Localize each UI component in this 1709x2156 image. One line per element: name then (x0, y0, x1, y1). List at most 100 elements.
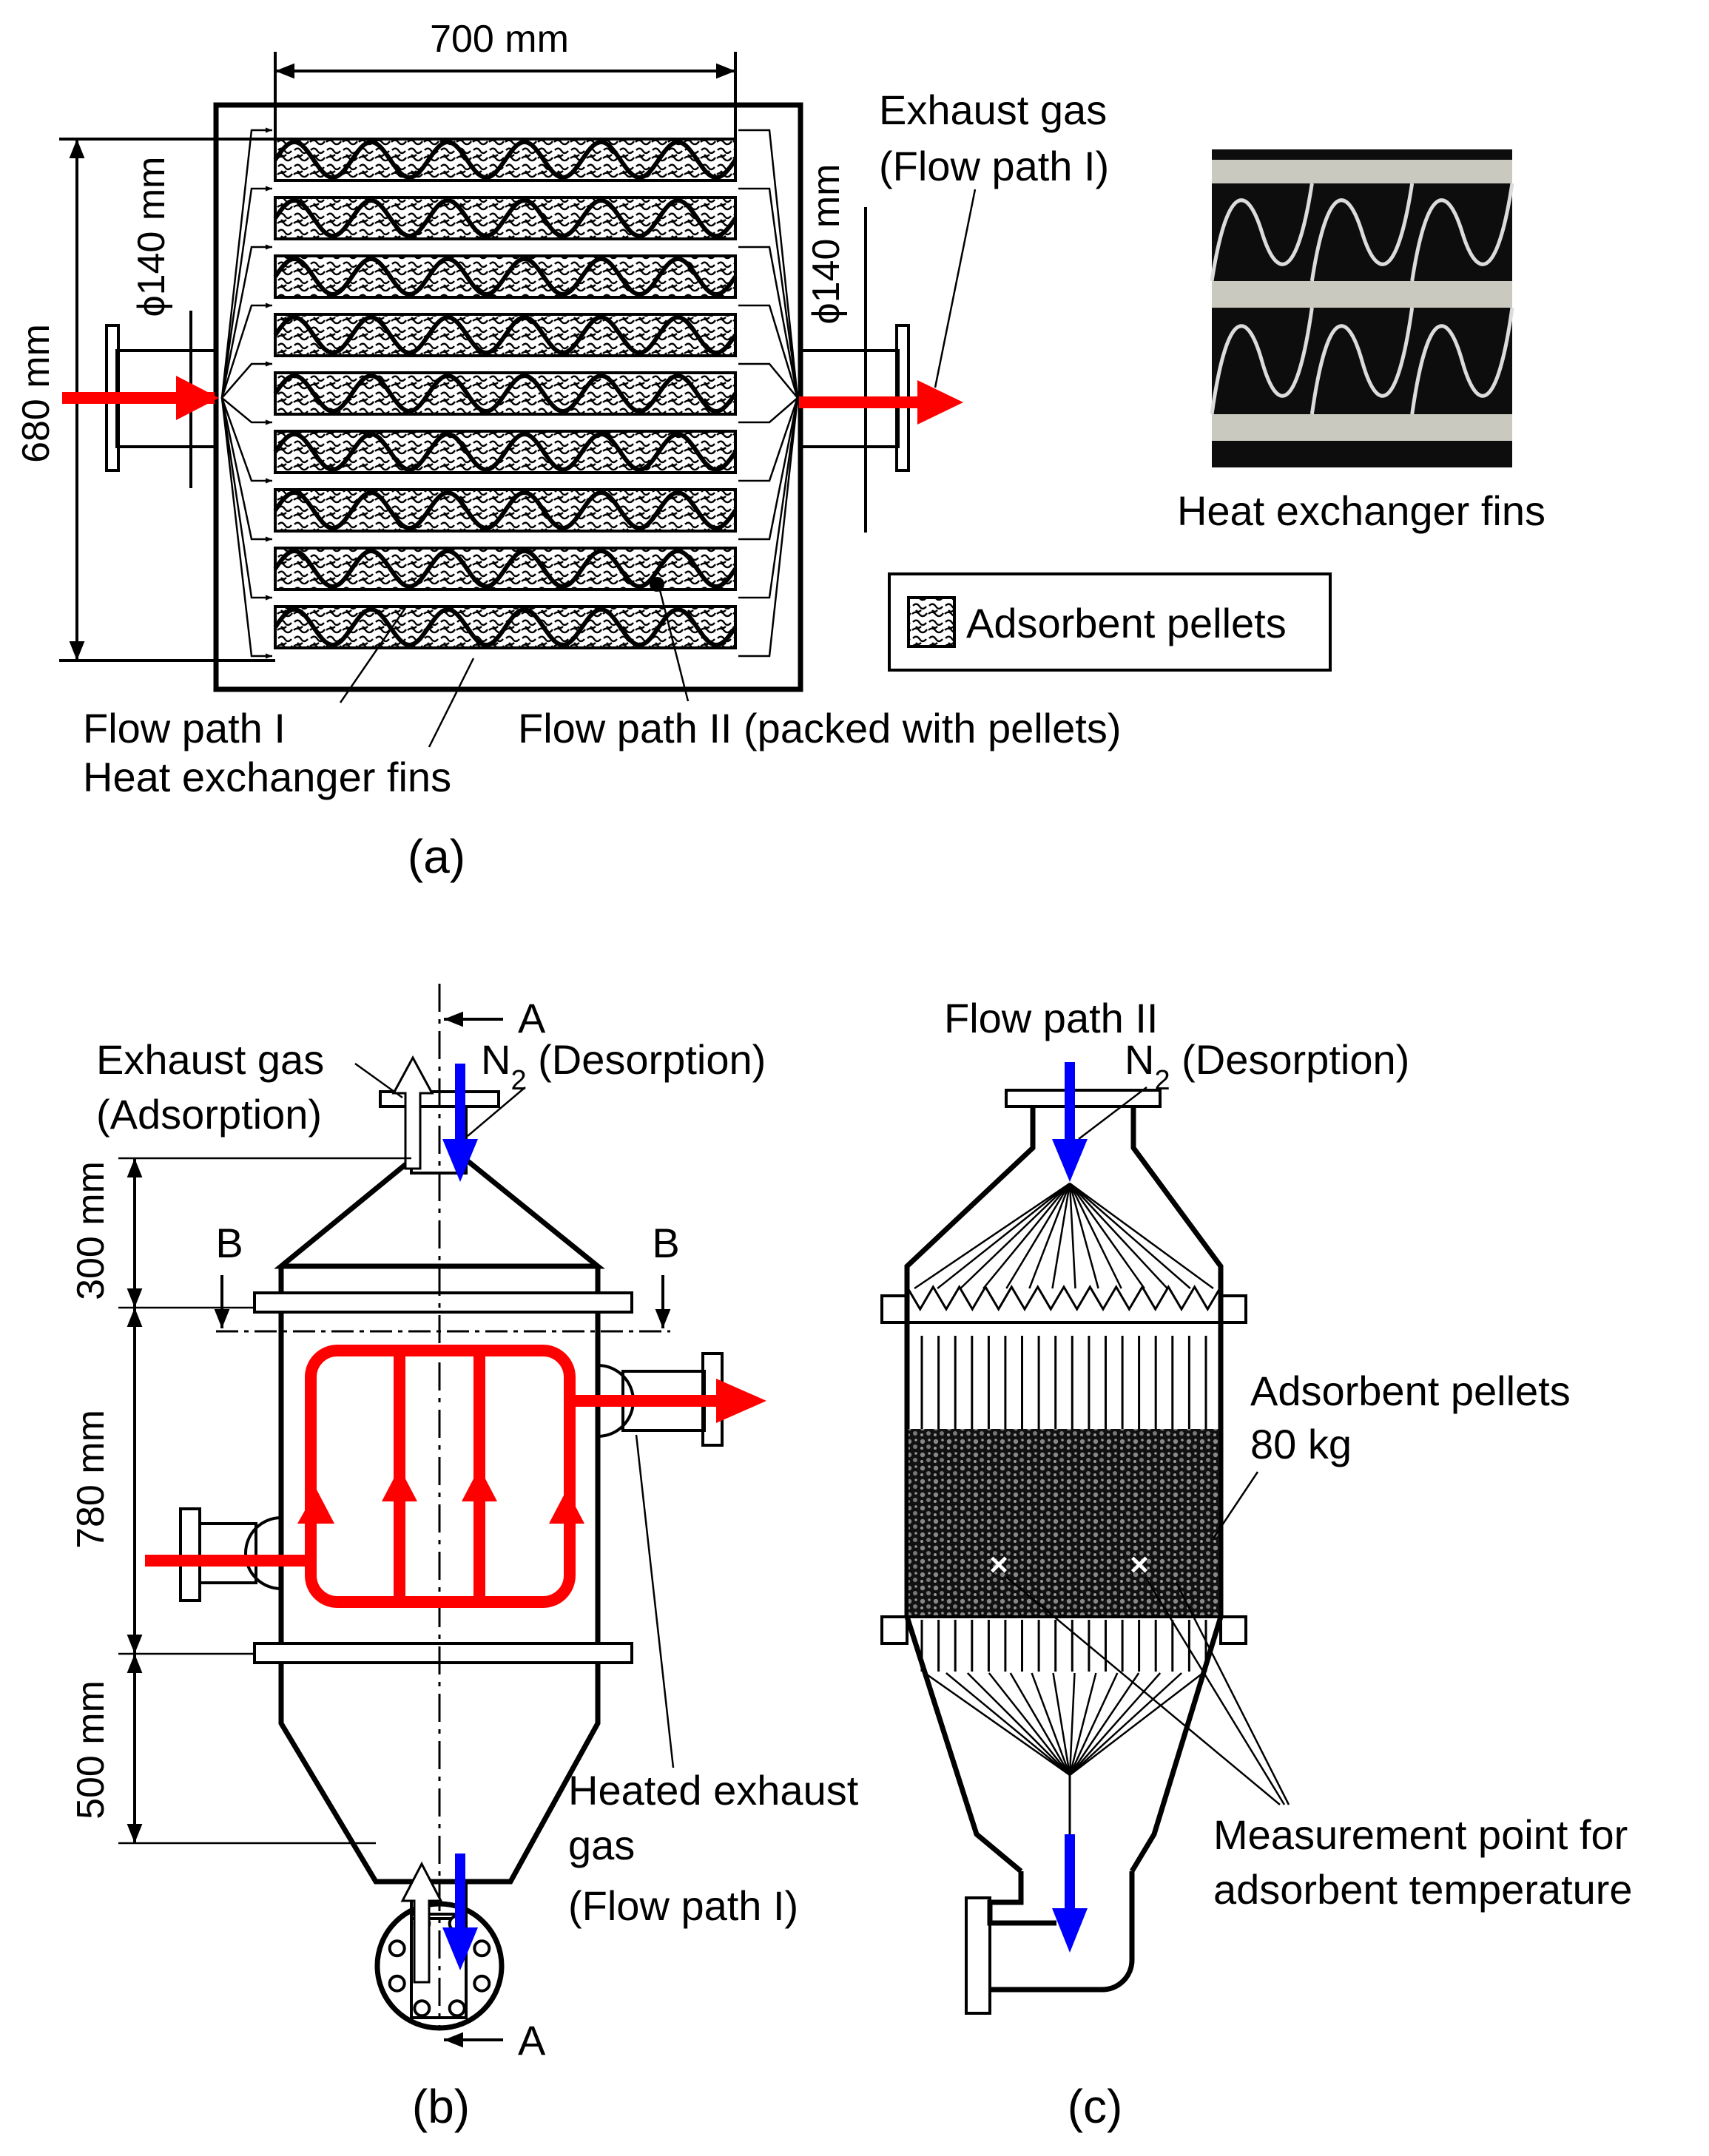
inlet-branch-1 (220, 127, 272, 399)
fins-label: Heat exchanger fins (83, 754, 451, 800)
c-distributor-line-6 (1028, 1183, 1071, 1289)
panel-c-caption: (c) (1068, 2080, 1123, 2133)
flange-bolt-4 (388, 1974, 406, 1993)
inlet-branch-5 (221, 361, 272, 399)
c-pellets-leader (1212, 1471, 1259, 1539)
flange-bolt-3 (413, 1999, 431, 2018)
b-exhaust-leader (354, 1062, 403, 1099)
c-upper-distributor (914, 1182, 1214, 1290)
side-outlet-red-arrowhead (716, 1379, 766, 1423)
c-ear-lower-right (1219, 1615, 1247, 1645)
inlet-branch-3 (220, 244, 272, 399)
c-n2-in-arrowhead (1052, 1139, 1088, 1182)
c-distributor-line-1 (914, 1182, 1071, 1290)
c-collector-line-14 (1069, 1672, 1204, 1776)
c-flow-path-2-label: Flow path II (944, 995, 1158, 1041)
c-distributor-line-8 (1068, 1183, 1076, 1289)
flow-path-2-marker (650, 577, 664, 592)
panel-a: 700 mm 680 mm ϕ140 mm ϕ140 mm Exhaust ga… (15, 18, 1545, 883)
panel-a-caption: (a) (408, 830, 465, 883)
fin-wave-6 (273, 431, 738, 473)
flow-path-2-leader (657, 584, 690, 702)
dim-label-500: 500 mm (70, 1680, 112, 1819)
top-exhaust-out-arrow (391, 1055, 434, 1170)
c-ear-upper-left (880, 1294, 909, 1324)
panel-b: A A B B (70, 984, 859, 2133)
c-distributor-line-3 (960, 1183, 1071, 1289)
c-n2-out-arrowhead (1052, 1908, 1088, 1953)
flange-bolt-1 (473, 1974, 491, 1993)
flow-path-1-leader (339, 607, 407, 703)
c-collector-line-7 (1052, 1672, 1071, 1776)
top-cone (274, 1158, 605, 1269)
heated-flow-loop (305, 1345, 576, 1608)
upper-flange (253, 1291, 633, 1314)
c-collector-line-3 (966, 1672, 1071, 1776)
riser-arrow-3 (462, 1467, 497, 1501)
outlet-diameter-label: ϕ140 mm (805, 164, 848, 325)
c-distributor-line-11 (1068, 1183, 1145, 1289)
photo-plate-3 (1212, 414, 1512, 441)
heated-label-line2: gas (568, 1822, 635, 1868)
c-collector-line-13 (1069, 1672, 1182, 1776)
flange-bolt-8 (473, 1939, 491, 1958)
b-n2-leader (467, 1087, 526, 1137)
c-distributor-line-5 (1005, 1183, 1071, 1289)
c-distributor-line-14 (1069, 1182, 1214, 1290)
c-collector-line-9 (1068, 1672, 1097, 1776)
legend-swatch (907, 596, 956, 648)
fins-leader (428, 658, 475, 748)
inlet-branch-2 (220, 186, 272, 399)
exhaust-leader (934, 189, 977, 388)
dim-label-780: 780 mm (70, 1410, 112, 1549)
bottom-nozzle-flange (374, 1901, 505, 2031)
top-n2-in-arrowhead (442, 1139, 478, 1182)
c-upper-zigzag (906, 1285, 1222, 1311)
outlet-branch-7 (738, 397, 799, 482)
outlet-exhaust-arrowhead (917, 380, 963, 425)
riser-arrow-4 (549, 1490, 584, 1524)
flow-distributor-lines (220, 127, 799, 659)
c-distributor-line-4 (982, 1183, 1071, 1289)
fin-photo (1210, 149, 1514, 467)
fin-wave-2 (273, 197, 738, 239)
width-dimension-label: 700 mm (430, 18, 569, 61)
outlet-branch-6 (738, 397, 798, 424)
panel-b-caption: (b) (412, 2080, 470, 2133)
c-pellets-line2: 80 kg (1250, 1421, 1352, 1467)
legend-box (888, 572, 1332, 672)
outlet-branch-8 (738, 397, 799, 541)
c-meas-leader-1 (1005, 1576, 1281, 1805)
flange-bolt-2 (448, 1999, 466, 2018)
side-inlet-pipe (198, 1522, 257, 1584)
c-ear-upper-right (1219, 1294, 1247, 1324)
section-a-bottom-label: A (518, 2017, 546, 2064)
fin-wave-1 (273, 139, 738, 180)
c-collector-line-1 (924, 1672, 1071, 1777)
inlet-branch-4 (220, 303, 272, 399)
inlet-exhaust-arrowhead (176, 376, 219, 420)
c-distributor-line-2 (937, 1183, 1071, 1289)
bottom-exhaust-in-arrow (400, 1861, 443, 1984)
flow-path-2-label: Flow path II (packed with pellets) (518, 705, 1121, 751)
c-distributor-line-7 (1051, 1183, 1071, 1289)
fin-wave-4 (273, 314, 738, 356)
c-meas-leader-2 (1144, 1576, 1286, 1805)
bottom-nozzle-bore (410, 1913, 468, 2019)
outlet-branch-5 (738, 362, 798, 399)
flow-path-1-label: Flow path I (83, 705, 286, 751)
c-collector-line-8 (1068, 1672, 1076, 1776)
c-ear-lower-left (880, 1615, 909, 1645)
c-meas-line2: adsorbent temperature (1213, 1866, 1633, 1913)
photo-plate-1 (1212, 160, 1512, 183)
c-collector-line-4 (988, 1672, 1071, 1776)
fin-channels (273, 138, 738, 649)
dim-label-300: 300 mm (70, 1161, 112, 1300)
section-b-left-label: B (215, 1220, 243, 1266)
c-collector-line-10 (1068, 1672, 1119, 1776)
outlet-branch-4 (738, 304, 799, 399)
heated-label-line3: (Flow path I) (568, 1882, 798, 1929)
c-collector-line-11 (1068, 1672, 1140, 1776)
fin-wave-5 (273, 373, 738, 414)
